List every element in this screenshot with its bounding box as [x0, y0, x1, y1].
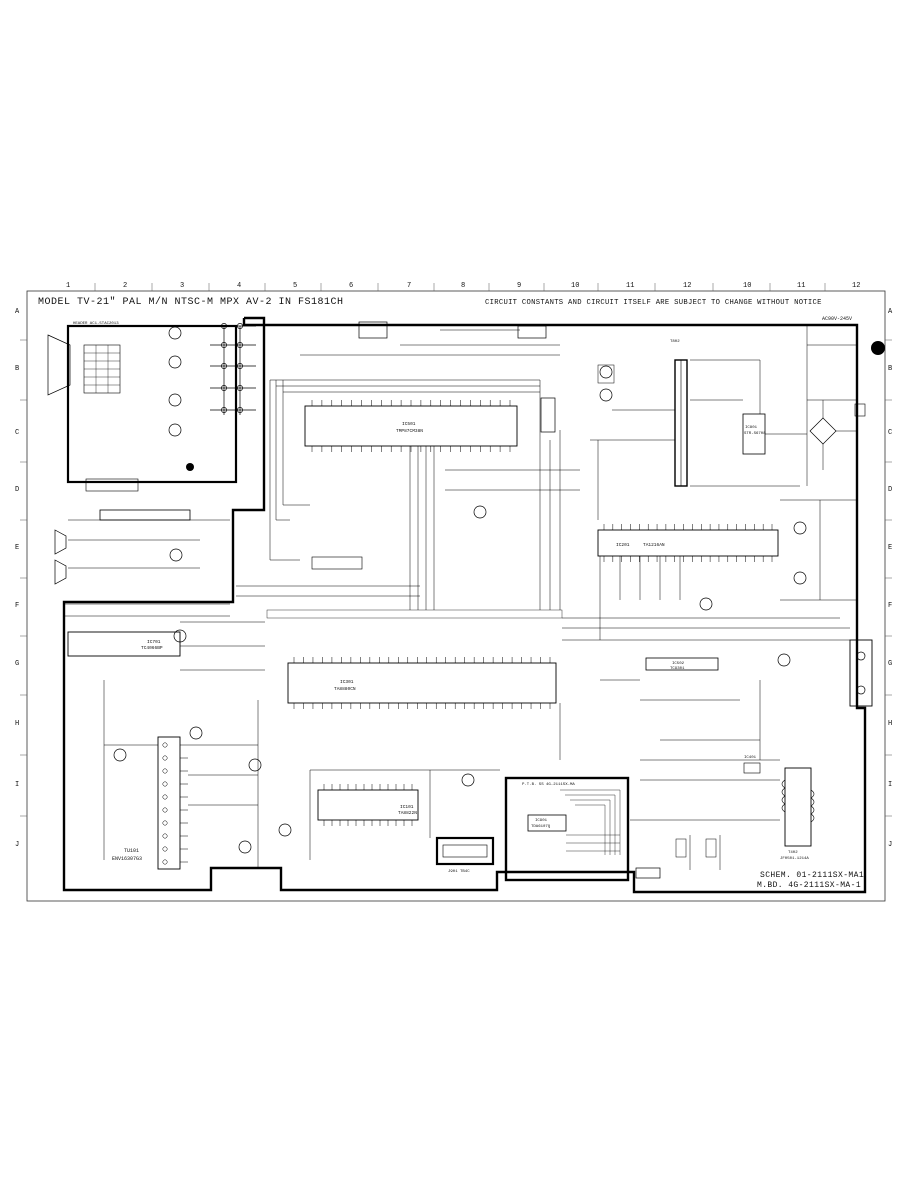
- ic-mpx-ref: IC201: [616, 542, 630, 548]
- tuner-pin: [162, 833, 168, 839]
- fbt-name: T402: [788, 851, 798, 855]
- tuner-block: TU101 ENV16307G3: [112, 726, 203, 870]
- board-outline: [62, 316, 867, 894]
- tuner-name: TU101: [124, 848, 139, 854]
- sound-section: IC701 TC4066BP: [54, 509, 191, 657]
- row-grid-labels: A B C D E F G H I J A B C D E F G H I J: [15, 308, 893, 849]
- row-label: E: [888, 544, 892, 552]
- col-label: 7: [407, 282, 411, 290]
- smps-transformer-label: T802: [670, 340, 680, 344]
- tuner-pin: [162, 820, 168, 826]
- row-label: B: [888, 365, 892, 373]
- ic-jungle-ref: IC301: [340, 679, 354, 685]
- scart-label: HEADER AC1-5TAC2013: [73, 322, 119, 326]
- fbt-model: JF0501-1214A: [780, 857, 809, 861]
- ic-cpu-ref: IC501: [402, 421, 416, 427]
- tuner-pin: [162, 742, 168, 748]
- col-label: 6: [349, 282, 353, 290]
- ic-jungle-part: TA8880CN: [334, 686, 356, 692]
- scart-block: HEADER AC1-5TAC2013: [47, 322, 238, 492]
- ic-if-part: TA8822N: [398, 810, 417, 816]
- av-jacks: J901 TB4C: [435, 836, 495, 874]
- jack-label: J901 TB4C: [448, 870, 470, 874]
- col-label: 1: [66, 282, 70, 290]
- ic-power-ref: IC801: [745, 426, 758, 430]
- ic-cpu-part: TMP87CM38N: [396, 428, 423, 434]
- column-ticks: [94, 283, 826, 291]
- row-label: A: [15, 308, 20, 316]
- row-label: H: [888, 720, 892, 728]
- col-label: 8: [461, 282, 465, 290]
- row-ticks: [20, 339, 892, 817]
- av-bus: [210, 323, 256, 415]
- row-label: I: [888, 781, 892, 789]
- ic-mpx: IC201 TA1216AN: [311, 505, 807, 611]
- ic-mem-ref: IC502: [672, 662, 685, 666]
- row-label: G: [888, 660, 892, 668]
- row-label: F: [15, 602, 19, 610]
- col-label: 10: [571, 282, 579, 290]
- col-label: 5: [293, 282, 297, 290]
- tuner-pin: [162, 846, 168, 852]
- ic-vert-ref: IC401: [744, 756, 757, 760]
- col-label: 11: [797, 282, 805, 290]
- ic-cpu: IC501 TMP87CM38N: [304, 321, 556, 452]
- tuner-pin: [162, 794, 168, 800]
- sheet-frame: [26, 290, 886, 902]
- row-label: D: [888, 486, 892, 494]
- col-label: 11: [626, 282, 634, 290]
- row-label: I: [15, 781, 19, 789]
- tuner-pin: [162, 859, 168, 865]
- row-label: E: [15, 544, 19, 552]
- row-label: F: [888, 602, 892, 610]
- ic-jungle: IC301 TA8880CN IC502 TC9301: [266, 609, 719, 709]
- tuner-pin: [162, 807, 168, 813]
- ic-mem-part: TC9301: [670, 667, 685, 671]
- row-label: G: [15, 660, 19, 668]
- row-label: B: [15, 365, 19, 373]
- wiring-traces: [64, 329, 857, 870]
- col-label: 9: [517, 282, 521, 290]
- tuner-model: ENV16307G3: [112, 856, 142, 862]
- row-label: J: [888, 841, 892, 849]
- col-label: 12: [683, 282, 691, 290]
- ac-input-label: AC90V-245V: [822, 316, 852, 322]
- ic-tp-ref: IC901: [535, 819, 548, 823]
- ic-if-ref: IC101: [400, 804, 414, 810]
- row-label: H: [15, 720, 19, 728]
- col-label: 4: [237, 282, 241, 290]
- row-label: D: [15, 486, 19, 494]
- row-label: C: [888, 429, 892, 437]
- model-title: MODEL TV-21" PAL M/N NTSC-M MPX AV-2 IN …: [38, 296, 344, 308]
- change-notice: CIRCUIT CONSTANTS AND CIRCUIT ITSELF ARE…: [485, 299, 822, 307]
- col-label: 2: [123, 282, 127, 290]
- board-number: M.BD. 4G-2111SX-MA-1: [757, 881, 861, 890]
- row-label: A: [888, 308, 893, 316]
- tuner-pin: [162, 781, 168, 787]
- ic-ctrl-ref: IC701: [147, 639, 161, 645]
- ic-power-part: STR-S6708: [744, 432, 766, 436]
- row-label: C: [15, 429, 19, 437]
- col-label: 12: [852, 282, 860, 290]
- ic-tp-part: TDA6107Q: [531, 825, 551, 829]
- schem-number: SCHEM. 01-2111SX-MA1: [760, 871, 864, 880]
- tuner-pin: [162, 768, 168, 774]
- title-block: SCHEM. 01-2111SX-MA1 M.BD. 4G-2111SX-MA-…: [757, 871, 864, 890]
- ic-if: IC101 TA8822N: [238, 758, 475, 854]
- column-grid-labels: 1 2 3 4 5 6 7 8 9 10 11 12 10 11 12: [66, 282, 860, 290]
- ic-mpx-part: TA1216AN: [643, 542, 665, 548]
- crt-board: P.T.B. SS 4G-2111SX-MA IC901 TDA6107Q: [504, 776, 630, 882]
- crt-board-label: P.T.B. SS 4G-2111SX-MA: [522, 783, 575, 787]
- power-supply: AC90V-245V T802 IC801 STR-S6708: [597, 316, 885, 487]
- col-label: 10: [743, 282, 751, 290]
- tuner-pin: [162, 755, 168, 761]
- deflection-section: T402 JF0501-1214A IC401: [635, 639, 873, 879]
- row-label: J: [15, 841, 19, 849]
- col-label: 3: [180, 282, 184, 290]
- ic-ctrl-part: TC4066BP: [141, 645, 163, 651]
